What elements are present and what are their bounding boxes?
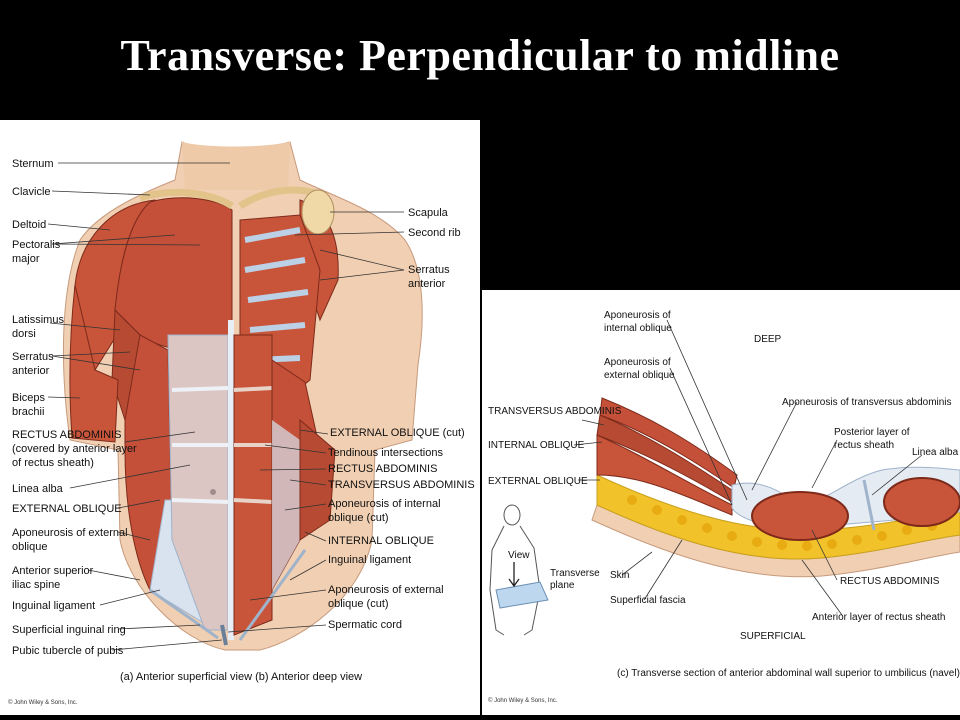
label-internal-oblique: INTERNAL OBLIQUE (328, 535, 434, 547)
label-superficial-fascia: Superficial fascia (610, 595, 686, 606)
caption-right: (c) Transverse section of anterior abdom… (617, 668, 960, 679)
label-serratus-right: Serratus (408, 264, 450, 276)
label-anterior-superior: Anterior superior (12, 565, 94, 577)
label-biceps: Biceps (12, 392, 46, 404)
label-iliac-spine: iliac spine (12, 579, 60, 591)
leader-lines-right (227, 211, 405, 633)
label-rectus-abdominis-section: RECTUS ABDOMINIS (840, 576, 940, 587)
rectus-abdominis-right-belly (883, 477, 960, 527)
label-rectus-abdominis-right: RECTUS ABDOMINIS (328, 463, 437, 475)
label-transverse: Transverse (550, 568, 600, 579)
label-aponeurosis-external-right: Aponeurosis of external (328, 584, 444, 596)
scapula (301, 189, 335, 235)
label-linea-alba-section: Linea alba (912, 447, 959, 458)
label-anterior-layer: Anterior layer of rectus sheath (812, 612, 945, 623)
label-sternum: Sternum (12, 158, 54, 170)
label-serratus-left: Serratus (12, 351, 54, 363)
copyright-right: © John Wiley & Sons, Inc. (488, 697, 558, 704)
label-posterior-layer: Posterior layer of (834, 427, 910, 438)
aponeurosis-internal-oblique (272, 420, 300, 590)
label-second-rib: Second rib (408, 227, 461, 239)
superficial-fascia (596, 474, 960, 560)
label-inguinal-ligament-right: Inguinal ligament (328, 554, 411, 566)
rectus-abdominis-left-belly (751, 491, 849, 541)
label-aponeurosis-external-title: Aponeurosis of (604, 357, 671, 368)
label-external-oblique: EXTERNAL OBLIQUE (12, 503, 122, 515)
label-aponeurosis-external-oblique: external oblique (604, 370, 675, 381)
label-inguinal-ligament-left: Inguinal ligament (12, 600, 95, 612)
label-aponeurosis-transversus: Aponeurosis of transversus abdominis (782, 397, 952, 408)
transverse-plane-marker (495, 581, 549, 609)
label-scapula: Scapula (408, 207, 449, 219)
internal-oblique (299, 418, 336, 541)
label-skin: Skin (610, 570, 629, 581)
label-superficial: SUPERFICIAL (740, 631, 806, 642)
label-spermatic-cord: Spermatic cord (328, 619, 402, 631)
external-oblique-layer (596, 434, 733, 516)
linea-alba-section (862, 479, 876, 531)
biceps-brachii (69, 284, 119, 443)
label-tendinous-intersections: Tendinous intersections (328, 447, 443, 459)
label-serratus-anterior-left: anterior (12, 365, 50, 377)
neck (182, 142, 290, 190)
label-aponeurosis-external-cut: oblique (cut) (328, 598, 389, 610)
label-external-oblique-cut: EXTERNAL OBLIQUE (cut) (330, 427, 465, 439)
label-plane: plane (550, 580, 575, 591)
label-latissimus-dorsi: dorsi (12, 328, 36, 340)
label-rectus-abdominis-left: RECTUS ABDOMINIS (12, 429, 121, 441)
transverse-section-figure: Aponeurosis of internal oblique Aponeuro… (482, 290, 960, 715)
copyright-left: © John Wiley & Sons, Inc. (8, 699, 78, 706)
label-aponeurosis-internal-title: Aponeurosis of (604, 310, 671, 321)
label-biceps-brachii: brachii (12, 406, 44, 418)
label-aponeurosis-external-oblique: oblique (12, 541, 47, 553)
label-serratus-anterior-right: anterior (408, 278, 446, 290)
label-deltoid: Deltoid (12, 219, 46, 231)
caption-left: (a) Anterior superficial view (b) Anteri… (120, 671, 362, 683)
spermatic-cord (220, 624, 228, 646)
label-internal-oblique-section: INTERNAL OBLIQUE (488, 440, 585, 451)
label-latissimus: Latissimus (12, 314, 64, 326)
label-linea-alba: Linea alba (12, 483, 64, 495)
label-view: View (508, 550, 530, 561)
rectus-sheath-left (167, 334, 229, 631)
label-clavicle: Clavicle (12, 186, 51, 198)
label-aponeurosis-internal: Aponeurosis of internal (328, 498, 441, 510)
label-aponeurosis-internal-cut: oblique (cut) (328, 512, 389, 524)
leader-lines-left (47, 162, 230, 651)
label-deep: DEEP (754, 334, 782, 345)
label-posterior-rectus-sheath: rectus sheath (834, 440, 894, 451)
tendinous-lines-left (171, 386, 229, 504)
label-transversus-abdominis: TRANSVERSUS ABDOMINIS (328, 479, 475, 491)
view-arrow-icon (508, 562, 520, 588)
rectus-abdominis-deep (233, 334, 273, 636)
leader-lines-section (573, 319, 923, 616)
label-superficial-inguinal-ring: Superficial inguinal ring (12, 624, 126, 636)
label-pubic-tubercle: Pubic tubercle of pubis (12, 645, 124, 657)
label-rectus-covered: (covered by anterior layer (12, 443, 137, 455)
umbilicus (210, 489, 216, 495)
label-pectoralis: Pectoralis (12, 239, 61, 251)
slide-title: Transverse: Perpendicular to midline (120, 31, 840, 80)
label-aponeurosis-external: Aponeurosis of external (12, 527, 128, 539)
label-external-oblique-section: EXTERNAL OBLIQUE (488, 476, 588, 487)
label-aponeurosis-internal-oblique: internal oblique (604, 323, 672, 334)
fat-globules (627, 495, 937, 551)
label-rectus-sheath: of rectus sheath) (12, 457, 94, 469)
label-transversus-section: TRANSVERSUS ABDOMINIS (488, 406, 622, 417)
anterior-torso-figure: Sternum Clavicle Deltoid Pectoralis majo… (0, 120, 480, 715)
label-pectoralis-major: major (12, 253, 40, 265)
inguinal-ligament (149, 549, 307, 641)
